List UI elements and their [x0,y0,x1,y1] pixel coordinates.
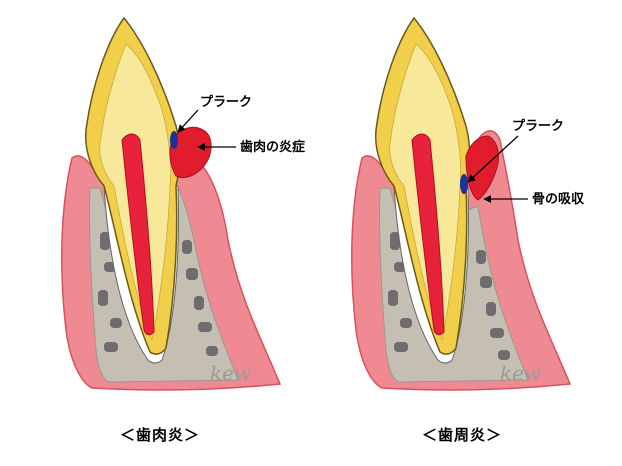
label-bone-resorption: 骨の吸収 [532,192,585,207]
arrow-plaque [177,109,199,133]
artist-signature: kew [210,361,251,385]
label-plaque: プラーク [512,119,564,134]
caption-gingivitis: ＜歯肉炎＞ [120,426,200,444]
inflamed-gum [465,135,499,201]
label-plaque: プラーク [200,95,252,110]
caption-periodontitis: ＜歯周炎＞ [422,426,502,444]
bone-trabeculae [98,232,218,356]
inflamed-gum [169,126,212,179]
plaque-deposit [460,174,468,194]
panel-gingivitis: プラーク 歯肉の炎症 kew ＜歯肉炎＞ [60,16,305,444]
tooth-pulp [411,133,445,336]
plaque-deposit [170,131,178,149]
label-gum-inflammation: 歯肉の炎症 [240,139,305,155]
arrow-plaque [467,135,519,183]
tooth-pulp [121,133,155,336]
artist-signature: kew [500,361,541,385]
panel-periodontitis: プラーク 骨の吸収 kew ＜歯周炎＞ [350,16,585,444]
